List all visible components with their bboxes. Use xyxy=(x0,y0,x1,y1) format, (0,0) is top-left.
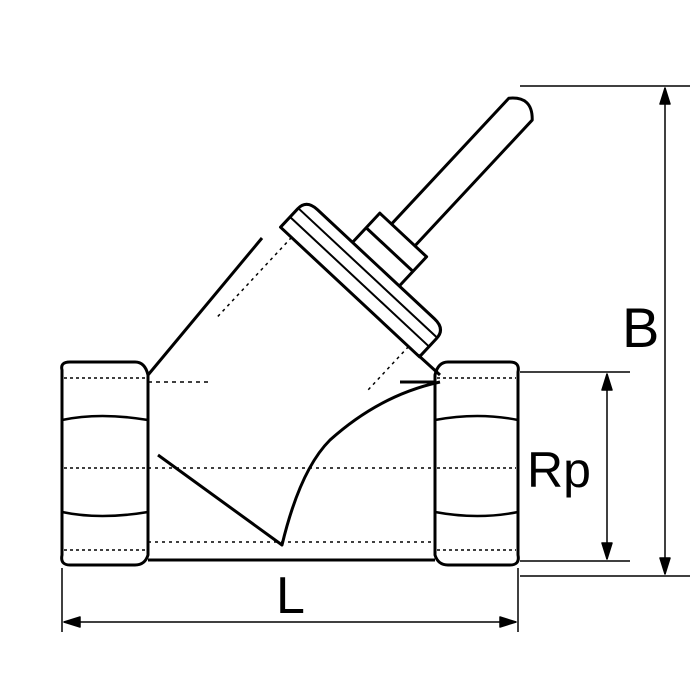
bonnet-assembly xyxy=(215,96,534,391)
dimension-label-l: L xyxy=(276,567,305,625)
right-hex-fitting xyxy=(433,360,520,567)
dimension-label-b: B xyxy=(622,296,660,359)
dimension-rp xyxy=(520,371,630,562)
left-hex-fitting xyxy=(60,360,150,567)
dimension-b xyxy=(520,85,690,577)
valve-body xyxy=(146,237,442,562)
dimension-l xyxy=(61,568,519,632)
dimension-label-rp: Rp xyxy=(527,442,591,498)
